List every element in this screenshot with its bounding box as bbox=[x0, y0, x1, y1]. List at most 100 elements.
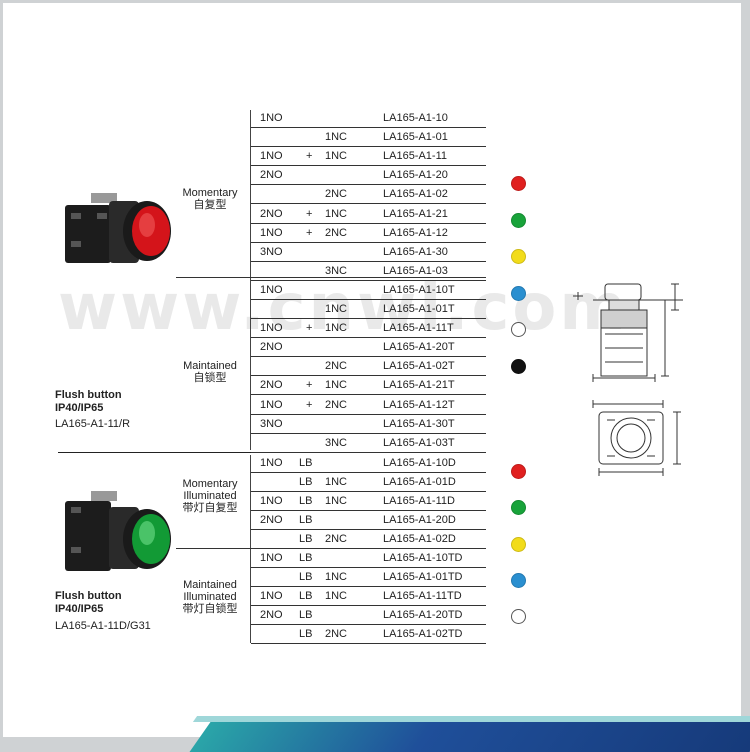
row-rule bbox=[251, 203, 486, 205]
row-rule bbox=[251, 260, 486, 262]
row-rule bbox=[251, 127, 486, 128]
top-color-dot bbox=[511, 176, 526, 191]
cell-no: 1NO bbox=[260, 112, 283, 124]
row-rule bbox=[251, 298, 486, 300]
cell-model: LA165-A1-30T bbox=[383, 417, 455, 430]
row-rule bbox=[251, 624, 486, 625]
cell-no: 1NO bbox=[260, 150, 283, 163]
cell-model: LA165-A1-11TD bbox=[383, 590, 462, 602]
group-maintained: Maintained 自锁型 bbox=[179, 360, 241, 384]
cell-operator: + bbox=[306, 207, 313, 220]
cell-no: 1NO bbox=[260, 457, 283, 469]
top-color-dot bbox=[511, 322, 526, 337]
cell-model: LA165-A1-11T bbox=[383, 322, 454, 335]
cell-no: 1NO bbox=[260, 322, 283, 335]
row-rule bbox=[251, 165, 486, 167]
cell-model: LA165-A1-12T bbox=[383, 398, 455, 411]
group-momentary: Momentary 自复型 bbox=[179, 187, 241, 211]
cell-nc: 2NC bbox=[325, 628, 348, 640]
row-rule bbox=[251, 491, 486, 492]
cell-nc: 1NC bbox=[325, 590, 348, 602]
row-rule bbox=[251, 222, 486, 224]
row-rule bbox=[251, 451, 486, 453]
cell-operator: + bbox=[306, 379, 313, 392]
product-1-code: LA165-A1-11/R bbox=[55, 418, 131, 430]
cell-no: 1NO bbox=[260, 283, 283, 296]
cell-lb: LB bbox=[299, 457, 313, 469]
top-color-dot bbox=[511, 285, 526, 301]
cell-model: LA165-A1-01D bbox=[383, 476, 456, 488]
cell-model: LA165-A1-12 bbox=[383, 226, 448, 239]
cell-operator: + bbox=[306, 398, 313, 411]
cell-model: LA165-A1-11D bbox=[383, 495, 455, 507]
cell-model: LA165-A1-10TD bbox=[383, 552, 463, 564]
cell-no: 1NO bbox=[260, 590, 283, 602]
cell-model: LA165-A1-10D bbox=[383, 457, 456, 469]
cell-model: LA165-A1-21 bbox=[383, 207, 448, 220]
bottom-color-dot bbox=[511, 609, 526, 625]
cell-no: 1NO bbox=[260, 398, 283, 411]
cell-nc: 1NC bbox=[325, 131, 348, 144]
bottom-color-dot bbox=[511, 536, 526, 552]
cell-model: LA165-A1-03 bbox=[383, 264, 448, 277]
cell-lb: LB bbox=[299, 571, 313, 583]
group-maintained-illuminated-en2: Illuminated bbox=[183, 591, 237, 603]
group-momentary-en: Momentary bbox=[182, 187, 238, 199]
row-rule bbox=[251, 643, 486, 644]
group-maintained-en: Maintained bbox=[183, 360, 237, 372]
product-2-title: Flush button IP40/IP65 bbox=[55, 590, 122, 616]
cell-no: 2NO bbox=[260, 207, 283, 220]
row-rule bbox=[251, 548, 486, 549]
row-rule bbox=[251, 413, 486, 415]
cell-nc: 2NC bbox=[325, 360, 348, 373]
cell-model: LA165-A1-02 bbox=[383, 188, 448, 201]
group-momentary-illuminated-en2: Illuminated bbox=[183, 490, 237, 502]
cell-lb: LB bbox=[299, 495, 313, 507]
product-1-title: Flush button IP40/IP65 bbox=[55, 389, 122, 415]
cell-no: 2NO bbox=[260, 341, 283, 354]
table-row: 3NC LA165-A1-03 bbox=[3, 263, 503, 282]
cell-lb: LB bbox=[299, 628, 313, 640]
row-rule bbox=[251, 375, 486, 377]
cell-model: LA165-A1-30 bbox=[383, 245, 448, 258]
cell-model: LA165-A1-20 bbox=[383, 169, 448, 182]
cell-nc: 1NC bbox=[325, 476, 348, 488]
row-rule bbox=[251, 567, 486, 568]
row-rule bbox=[251, 184, 486, 186]
row-rule bbox=[251, 318, 486, 319]
row-rule bbox=[251, 432, 486, 434]
cell-lb: LB bbox=[299, 533, 313, 545]
bottom-color-dot bbox=[511, 572, 526, 588]
cell-nc: 3NC bbox=[325, 264, 348, 277]
cell-lb: LB bbox=[299, 609, 313, 621]
group-momentary-illuminated: Momentary Illuminated 带灯自复型 bbox=[177, 478, 243, 514]
cell-lb: LB bbox=[299, 590, 313, 602]
top-color-dot bbox=[511, 249, 526, 264]
row-rule bbox=[251, 472, 486, 473]
group-momentary-illuminated-en1: Momentary bbox=[182, 478, 238, 490]
group-momentary-illuminated-zh: 带灯自复型 bbox=[182, 502, 238, 514]
row-rule bbox=[251, 356, 486, 358]
cell-lb: LB bbox=[299, 552, 313, 564]
product-2-code: LA165-A1-11D/G31 bbox=[55, 620, 151, 632]
catalog-panel: www.cnwl.com Flush button bbox=[3, 3, 741, 737]
group-bracket-top bbox=[250, 110, 251, 450]
cell-nc: 1NC bbox=[325, 379, 348, 392]
table-row: 1NO LB LA165-A1-10D bbox=[3, 455, 503, 474]
cell-nc: 2NC bbox=[325, 188, 348, 201]
bottom-color-dot bbox=[511, 464, 526, 479]
row-rule bbox=[251, 146, 486, 148]
top-color-dot bbox=[511, 358, 526, 374]
